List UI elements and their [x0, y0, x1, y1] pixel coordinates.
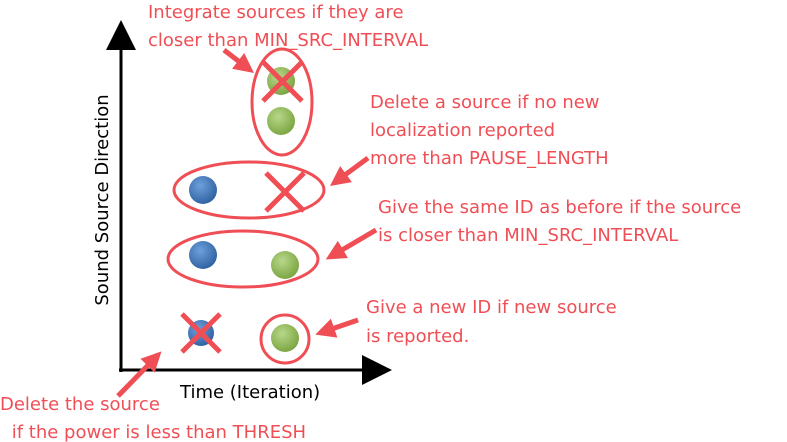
source-dot-green: [267, 107, 295, 135]
x-axis-label: Time (Iteration): [179, 382, 320, 403]
annotation-pause-line3: more than PAUSE_LENGTH: [370, 148, 609, 169]
delete-cross-icon: [261, 60, 304, 103]
source-dot-blue: [189, 241, 217, 269]
annotation-integrate-line1: Integrate sources if they are: [148, 2, 404, 23]
annotation-same-id-line2: is closer than MIN_SRC_INTERVAL: [378, 225, 678, 246]
arrow: [329, 155, 370, 186]
integrate-group-ellipse: [250, 47, 314, 157]
annotation-pause-line1: Delete a source if no new: [370, 92, 600, 113]
source-dot-green: [271, 251, 299, 279]
arrow: [325, 227, 378, 260]
annotation-integrate-line2: closer than MIN_SRC_INTERVAL: [148, 30, 428, 51]
arrow: [315, 317, 359, 338]
annotation-thresh-line2: if the power is less than THRESH: [6, 422, 306, 442]
new-source-circle: [259, 313, 311, 365]
annotation-new-id-line1: Give a new ID if new source: [366, 297, 617, 318]
annotation-pause-line2: localization reported: [370, 120, 555, 141]
source-dot-green: [271, 324, 299, 352]
delete-cross-icon: [180, 312, 222, 354]
arrow: [116, 351, 162, 398]
y-axis-label: Sound Source Direction: [92, 94, 113, 305]
annotation-thresh-line1: Delete the source: [0, 394, 160, 415]
annotation-new-id-line2: is reported.: [366, 326, 469, 347]
annotation-same-id-line1: Give the same ID as before if the source: [378, 197, 741, 218]
pause-group-ellipse: [172, 160, 326, 220]
same-id-group-ellipse: [166, 229, 320, 289]
arrow: [222, 48, 254, 74]
source-dot-blue: [189, 176, 217, 204]
delete-cross-icon: [264, 171, 306, 213]
